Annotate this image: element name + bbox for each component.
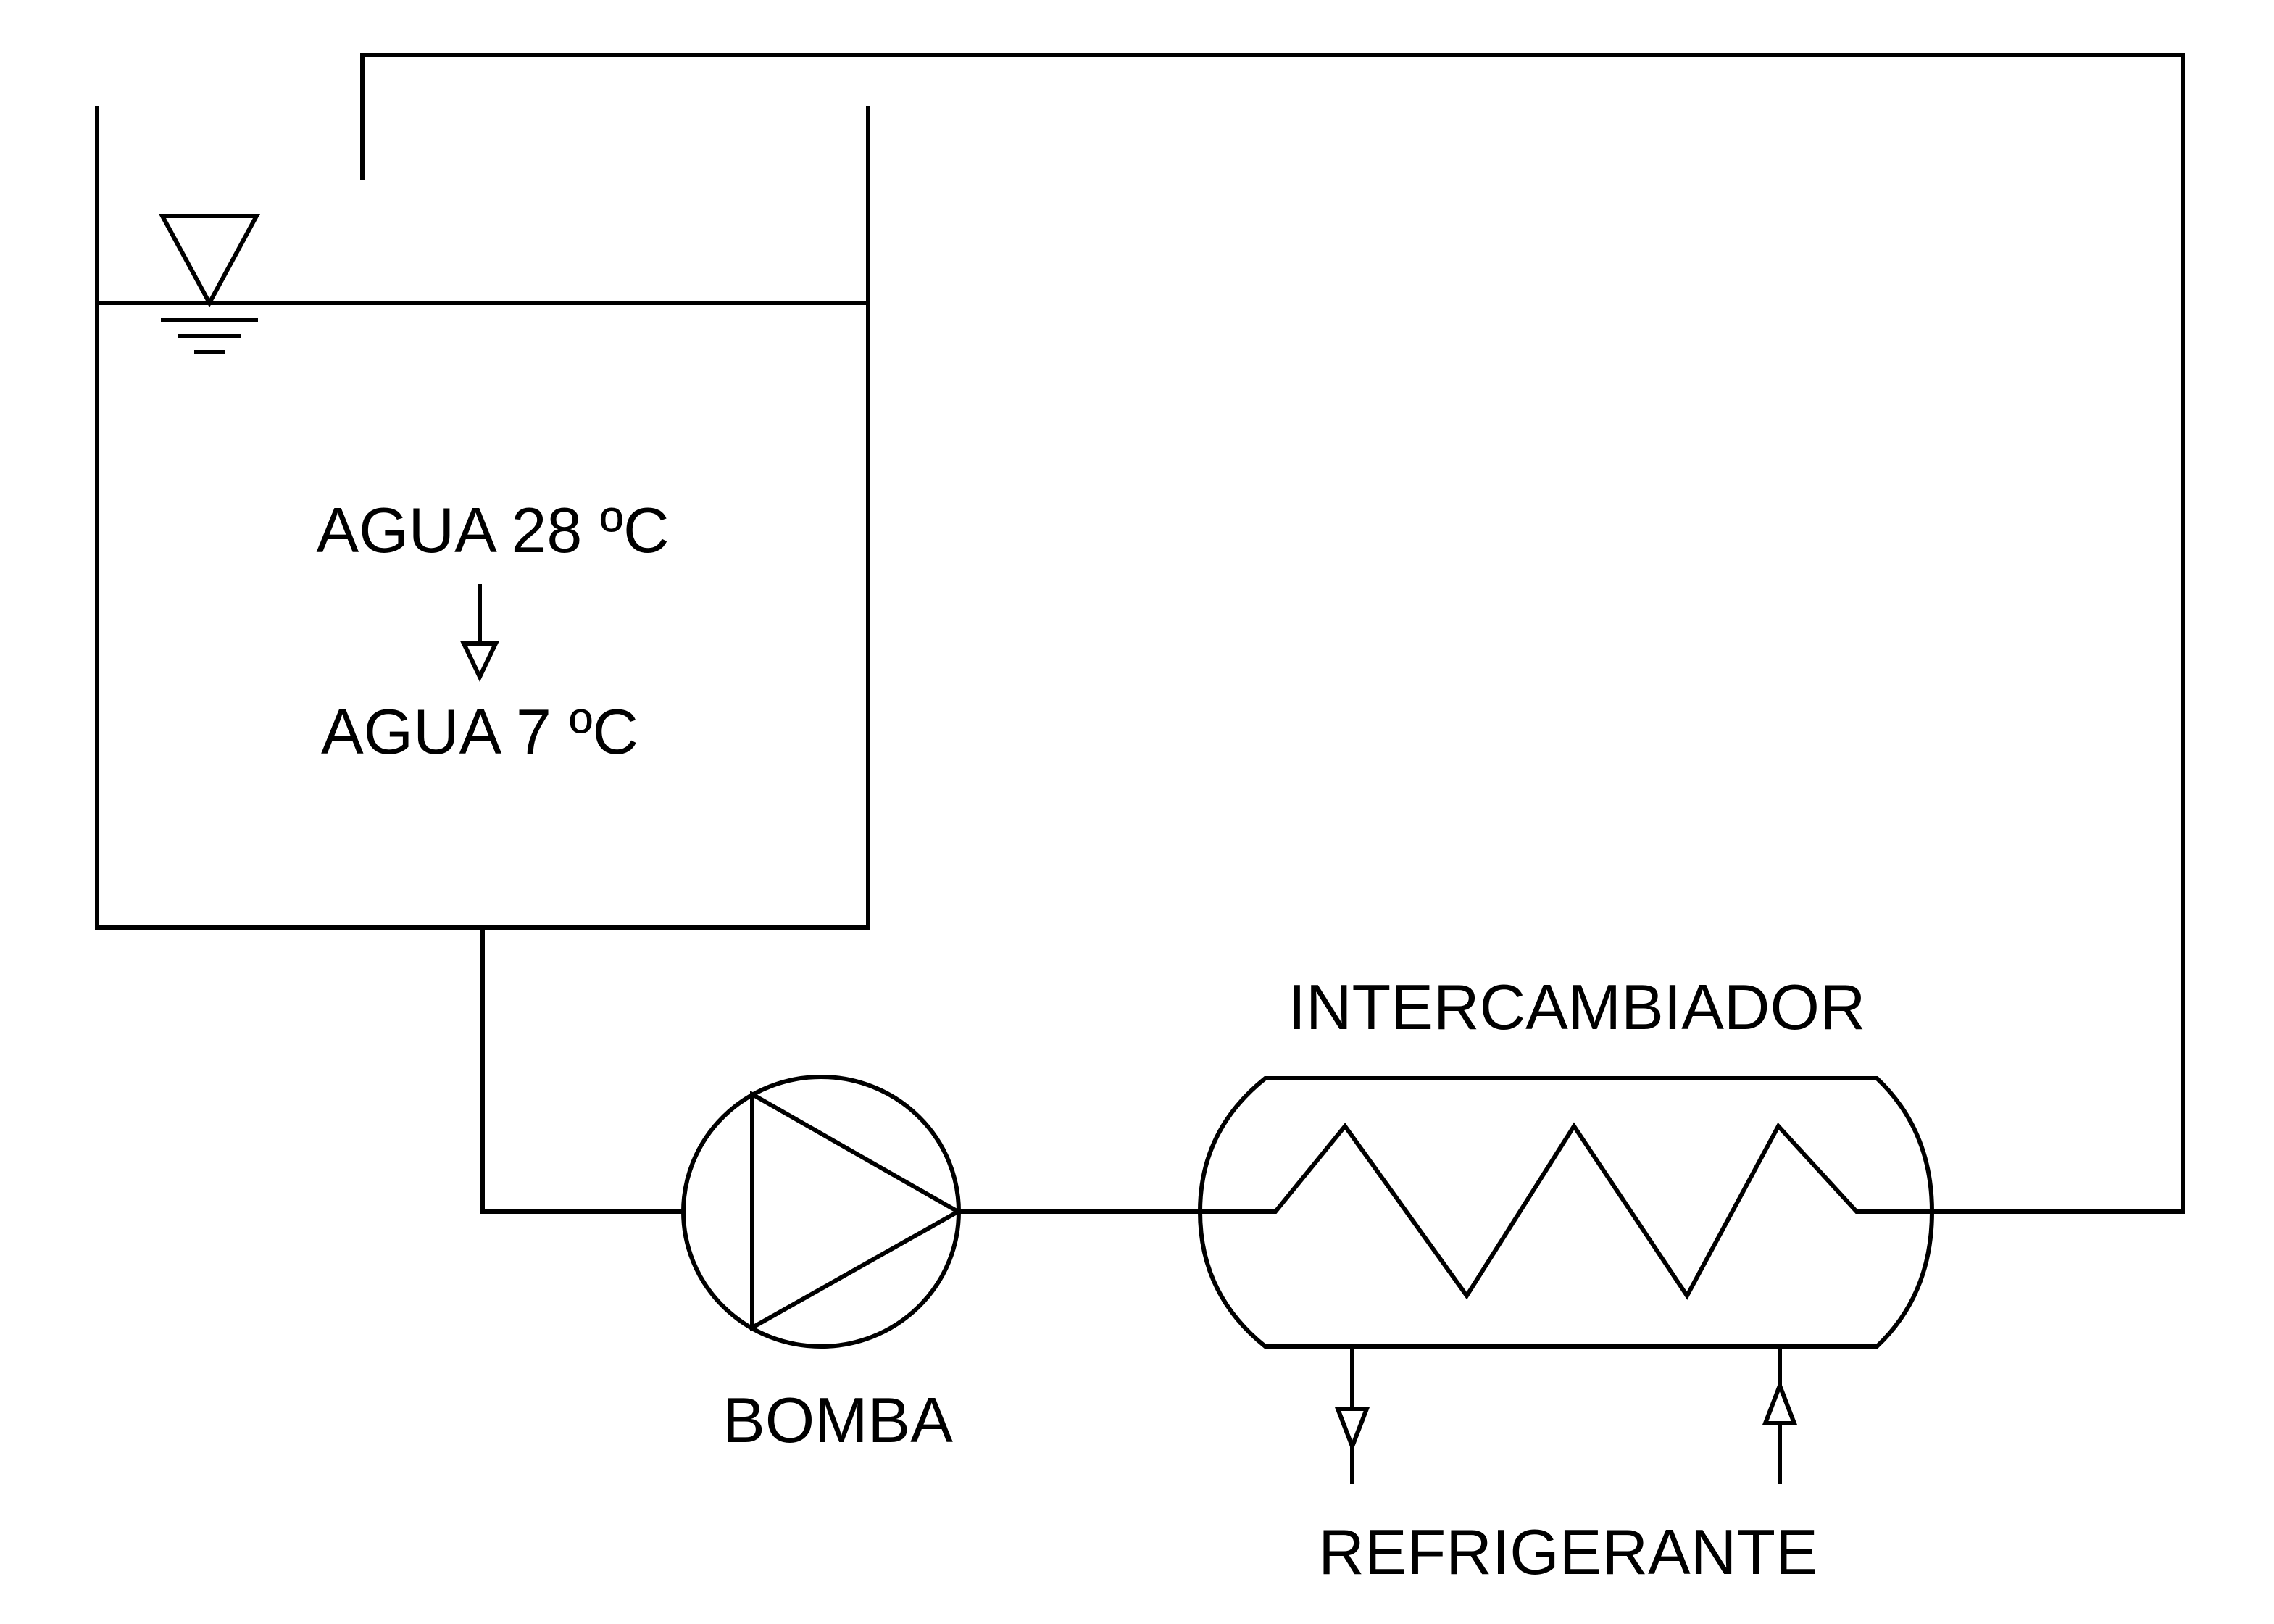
tank-label-final: AGUA 7 ºC bbox=[321, 696, 638, 767]
suction-pipe bbox=[480, 928, 684, 1214]
return-pipe bbox=[360, 53, 2185, 1214]
heat-exchanger: INTERCAMBIADOR REFRIGERANTE bbox=[1197, 971, 1935, 1588]
coil-icon bbox=[1200, 1122, 1932, 1300]
water-level-icon bbox=[158, 214, 261, 354]
exchanger-label: INTERCAMBIADOR bbox=[1288, 971, 1866, 1043]
pump-icon bbox=[750, 1090, 963, 1332]
exchanger-shell bbox=[1197, 1076, 1935, 1349]
tank-label-initial: AGUA 28 ºC bbox=[316, 494, 669, 566]
pump-casing bbox=[681, 1075, 961, 1349]
coolant-inlet-arrow-icon bbox=[1762, 1346, 1798, 1484]
tank: AGUA 28 ºC AGUA 7 ºC bbox=[95, 106, 870, 930]
coolant-outlet-arrow-icon bbox=[1334, 1346, 1370, 1484]
pump: BOMBA bbox=[681, 1075, 963, 1456]
coolant-label: REFRIGERANTE bbox=[1318, 1516, 1817, 1588]
cooling-arrow-icon bbox=[460, 584, 499, 682]
pump-label: BOMBA bbox=[722, 1384, 953, 1456]
